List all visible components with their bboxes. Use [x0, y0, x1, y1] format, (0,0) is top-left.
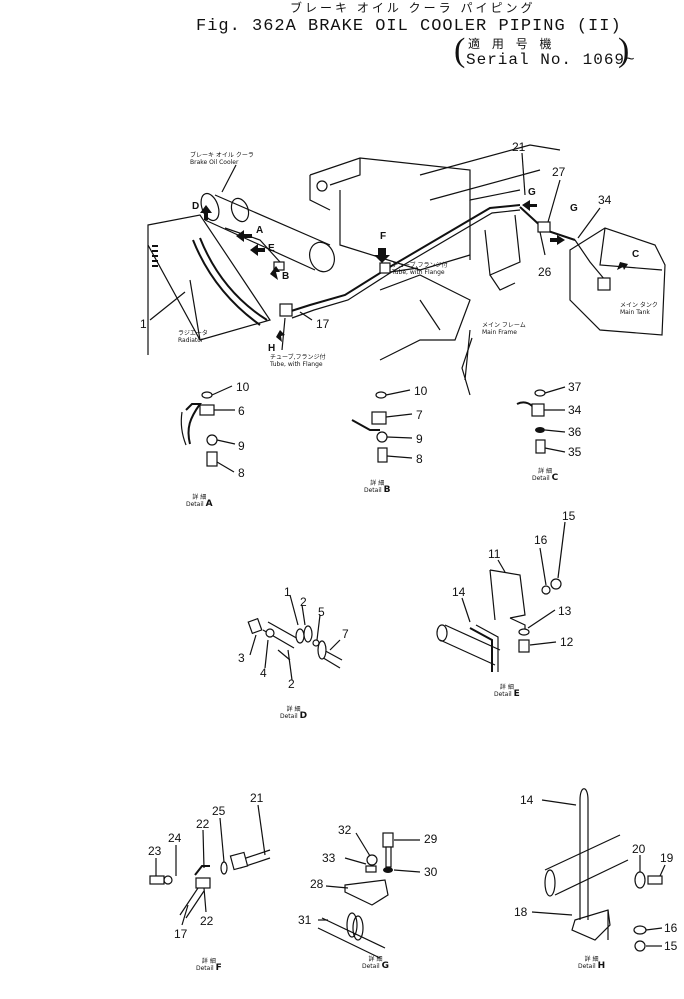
arrow-c-letter: C: [632, 249, 640, 260]
part-number: 28: [310, 877, 324, 891]
applicability-japanese: 適 用 号 機: [468, 37, 556, 51]
part-number: 5: [318, 605, 325, 619]
detail-e-drawing: [436, 521, 566, 672]
part-number: 16: [664, 921, 678, 935]
part-number: 6: [238, 404, 245, 418]
part-number: 20: [632, 842, 646, 856]
part-number: 35: [568, 445, 582, 459]
part-number: 2: [288, 677, 295, 691]
part-number: 23: [148, 844, 162, 858]
serial-number: Serial No. 1069~: [466, 51, 636, 69]
radiator-drawing: [147, 214, 271, 355]
detail-b-drawing: [351, 389, 413, 463]
right-paren: ): [618, 32, 630, 69]
arrow-a-letter: A: [256, 225, 264, 236]
part-number: 29: [424, 832, 438, 846]
part-number: 21: [250, 791, 264, 805]
piping-drawing: [279, 204, 606, 319]
arrow-f-letter: F: [380, 231, 387, 242]
detail-d-drawing: [247, 594, 343, 681]
part-number: 4: [260, 666, 267, 680]
part-number: 7: [416, 408, 423, 422]
part-number: 27: [552, 165, 566, 179]
part-number: 7: [342, 627, 349, 641]
part-number: 1: [140, 317, 147, 331]
part-number: 32: [338, 823, 352, 837]
part-number: 21: [512, 140, 526, 154]
part-number: 26: [538, 265, 552, 279]
part-number: 34: [568, 403, 582, 417]
part-number: 9: [238, 439, 245, 453]
part-number: 17: [316, 317, 330, 331]
arrow-g-letter-1: G: [528, 187, 536, 198]
part-number: 25: [212, 804, 226, 818]
detail-g-drawing: [317, 832, 421, 959]
detail-h-drawing: [531, 788, 666, 952]
title-japanese: ブレーキ オイル クーラ パイピング: [290, 1, 536, 15]
part-number: 12: [560, 635, 574, 649]
part-number: 19: [660, 851, 674, 865]
part-number: 30: [424, 865, 438, 879]
detail-f-drawing: [149, 804, 271, 926]
page-title: Fig. 362A BRAKE OIL COOLER PIPING (II): [196, 17, 622, 36]
part-number: 11: [488, 547, 501, 561]
part-number: 14: [520, 793, 534, 807]
part-number: 22: [196, 817, 210, 831]
arrow-d-letter: D: [192, 201, 200, 212]
part-number: 22: [200, 914, 214, 928]
arrow-b-letter: B: [282, 271, 290, 282]
part-number: 2: [300, 595, 307, 609]
part-number: 31: [298, 913, 312, 927]
part-number: 1: [284, 585, 291, 599]
part-number: 36: [568, 425, 582, 439]
part-number: 9: [416, 432, 423, 446]
arrow-e-letter: E: [268, 243, 275, 254]
part-number: 16: [534, 533, 548, 547]
main-frame-drawing: [309, 144, 561, 381]
part-number: 10: [236, 380, 250, 394]
main-tank-drawing: [484, 214, 666, 336]
part-number: 17: [174, 927, 188, 941]
part-number: 13: [558, 604, 572, 618]
direction-arrows: [200, 200, 628, 342]
detail-c-drawing: [516, 386, 566, 454]
arrow-h-letter: H: [268, 343, 276, 354]
part-number: 3: [238, 651, 245, 665]
arrow-g-letter-2: G: [570, 203, 578, 214]
part-number: 8: [416, 452, 423, 466]
part-number: 24: [168, 831, 182, 845]
part-number: 37: [568, 380, 582, 394]
part-number: 15: [664, 939, 678, 953]
part-number: 14: [452, 585, 466, 599]
detail-a-drawing: [180, 385, 236, 473]
part-number: 15: [562, 509, 576, 523]
part-number: 34: [598, 193, 612, 207]
part-number: 18: [514, 905, 528, 919]
part-number: 33: [322, 851, 336, 865]
left-paren: (: [454, 32, 466, 69]
part-number: 8: [238, 466, 245, 480]
part-number: 10: [414, 384, 428, 398]
